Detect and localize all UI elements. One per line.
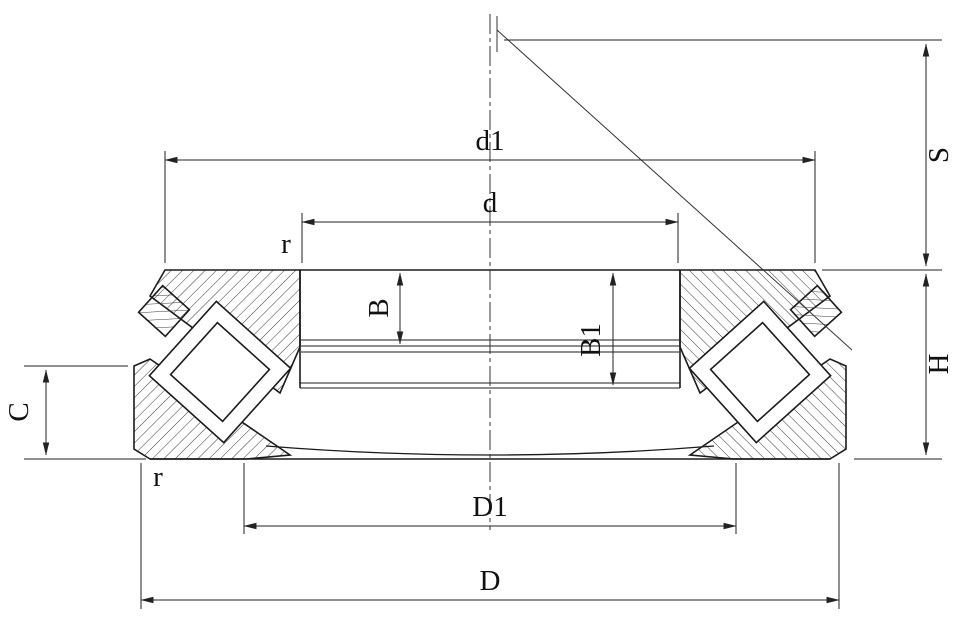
contact-angle-line: [496, 29, 853, 351]
dimension-H: [854, 273, 942, 460]
dim-label-H: H: [923, 353, 955, 374]
roller-left: [148, 300, 292, 444]
dim-label-d: d: [483, 187, 498, 219]
dimension-C: [24, 365, 146, 460]
roller-left-inner-contour: [169, 321, 271, 423]
dim-label-B: B: [363, 298, 395, 317]
dim-label-C: C: [3, 402, 35, 421]
dim-label-r-top: r: [281, 228, 291, 260]
dim-label-D1: D1: [472, 491, 507, 523]
dimension-d1: [164, 151, 816, 263]
dim-label-d1: d1: [476, 125, 505, 157]
roller-right-inner-contour: [709, 321, 811, 423]
dim-label-r-bottom: r: [153, 461, 163, 493]
dim-label-S: S: [923, 147, 955, 163]
dimension-d: [301, 213, 679, 263]
dimension-S: [504, 39, 942, 271]
cage-segment-right: [789, 284, 843, 338]
dim-label-B1: B1: [575, 323, 607, 357]
roller-right: [688, 300, 832, 444]
dim-label-D: D: [480, 565, 501, 597]
dimension-D1: [243, 463, 737, 534]
cage-segment-left: [137, 284, 191, 338]
dimension-D: [140, 463, 840, 609]
